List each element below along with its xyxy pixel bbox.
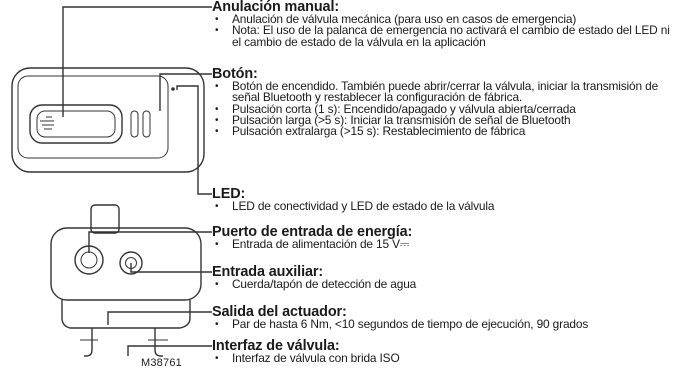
section-title: Puerto de entrada de energía: bbox=[212, 224, 413, 240]
list-item: Pulsación corta (1 s): Encendido/apagado… bbox=[212, 102, 674, 115]
list-item: Par de hasta 6 Nm, <10 segundos de tiemp… bbox=[212, 318, 674, 331]
section-led: LED: LED de conectividad y LED de estado… bbox=[212, 186, 674, 213]
section-valve-interface: Interfaz de válvula: Interfaz de válvula… bbox=[212, 338, 674, 365]
list-item: Pulsación larga (>5 s): Iniciar la trans… bbox=[212, 114, 674, 127]
bracket-right bbox=[154, 328, 163, 357]
leader-valve bbox=[127, 345, 212, 356]
figure-code: M38761 bbox=[141, 357, 182, 369]
leader-actuator bbox=[107, 311, 212, 325]
leader-power bbox=[88, 231, 212, 253]
top-view-body bbox=[11, 67, 205, 173]
section-aux-input: Entrada auxiliar: Cuerda/tapón de detecc… bbox=[212, 264, 674, 291]
top-stem bbox=[90, 204, 120, 234]
section-button: Botón: Botón de encendido. También puede… bbox=[212, 66, 674, 138]
list-item: Botón de encendido. También puede abrir/… bbox=[212, 80, 674, 104]
list-item: LED de conectividad y LED de estado de l… bbox=[212, 200, 674, 213]
top-view-panel bbox=[17, 75, 169, 159]
section-power-port: Puerto de entrada de energía: Entrada de… bbox=[212, 224, 674, 251]
leader-led bbox=[176, 85, 212, 195]
leader-aux bbox=[130, 263, 212, 273]
section-title: Anulación manual: bbox=[212, 0, 340, 15]
manual-override-lever bbox=[29, 104, 123, 144]
section-title: Botón: bbox=[212, 66, 258, 82]
leader-manual bbox=[62, 6, 212, 117]
aux-port-outer bbox=[119, 251, 143, 275]
list-item: Nota: El uso de la palanca de emergencia… bbox=[212, 24, 674, 48]
bracket-left bbox=[84, 328, 93, 357]
power-port-inner bbox=[80, 251, 98, 269]
section-title: LED: bbox=[212, 186, 246, 202]
section-title: Interfaz de válvula: bbox=[212, 338, 340, 354]
button-slot-1 bbox=[130, 110, 139, 138]
actuator-body bbox=[61, 300, 191, 329]
section-manual-override: Anulación manual: Anulación de válvula m… bbox=[212, 0, 674, 48]
front-view-body bbox=[50, 227, 202, 301]
section-title: Salida del actuador: bbox=[212, 304, 347, 320]
list-item: Pulsación extralarga (>15 s): Restableci… bbox=[212, 125, 674, 138]
list-item: Cuerda/tapón de detección de agua bbox=[212, 278, 674, 291]
button-slot-2 bbox=[142, 110, 151, 138]
list-item: Interfaz de válvula con brida ISO bbox=[212, 352, 674, 365]
leader-button bbox=[159, 73, 212, 111]
led-dot bbox=[171, 87, 175, 91]
section-title: Entrada auxiliar: bbox=[212, 264, 324, 280]
section-actuator-output: Salida del actuador: Par de hasta 6 Nm, … bbox=[212, 304, 674, 331]
list-item: Entrada de alimentación de 15 V⎓ bbox=[212, 238, 674, 251]
list-item: Anulación de válvula mecánica (para uso … bbox=[212, 13, 674, 26]
